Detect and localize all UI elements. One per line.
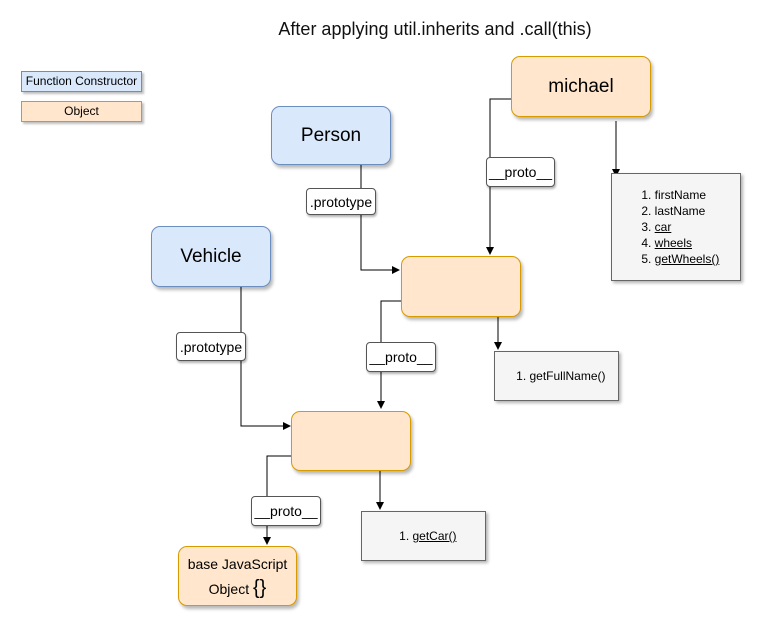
- michael-prop-item: car: [655, 219, 720, 235]
- michael-properties-list: firstName lastName car wheels getWheels(…: [633, 187, 720, 267]
- person-methods-list: getFullName(): [507, 368, 605, 384]
- michael-proto-edge-label: __proto__: [486, 157, 555, 187]
- vehicle-methods-list: getCar(): [390, 528, 456, 544]
- person-method-text: getFullName(): [529, 369, 606, 383]
- michael-prop-item: getWheels(): [655, 251, 720, 267]
- vehicle-constructor-node: Vehicle: [151, 226, 271, 287]
- person-constructor-label: Person: [300, 124, 362, 146]
- person-constructor-node: Person: [271, 106, 391, 165]
- vehicle-prototype-edge-label: .prototype: [176, 332, 246, 361]
- michael-object-node: michael: [511, 56, 651, 117]
- edge-person-proto-proto: [377, 300, 401, 409]
- edge-michael-proto: [486, 98, 512, 255]
- base-object-brace: {}: [252, 576, 267, 599]
- edge-vehicle-prototype: [240, 287, 291, 430]
- michael-prop-item: lastName: [655, 203, 720, 219]
- person-prototype-object: [401, 256, 521, 317]
- michael-prop-text: wheels: [654, 236, 693, 250]
- michael-prop-text: firstName: [654, 188, 706, 202]
- base-object-line2: Object: [208, 580, 250, 597]
- vehicle-proto-proto-edge-label: __proto__: [251, 496, 321, 526]
- michael-prop-text: lastName: [654, 204, 706, 218]
- legend-function-constructor: Function Constructor: [21, 71, 142, 92]
- person-prototype-edge-label: .prototype: [306, 188, 376, 215]
- michael-prop-text: getWheels(): [654, 252, 720, 266]
- vehicle-method-text: getCar(): [412, 529, 457, 543]
- michael-object-label: michael: [548, 75, 614, 97]
- base-javascript-object-label: base JavaScript Object {}: [188, 552, 288, 601]
- legend-object: Object: [21, 101, 142, 122]
- base-object-line1: base JavaScript: [187, 555, 288, 572]
- michael-properties-note: firstName lastName car wheels getWheels(…: [611, 173, 741, 281]
- edge-person-prototype: [360, 164, 400, 274]
- person-method-item: getFullName(): [529, 368, 605, 384]
- person-prototype-methods-note: getFullName(): [494, 351, 619, 401]
- michael-prop-item: firstName: [655, 187, 720, 203]
- vehicle-prototype-object: [291, 411, 411, 471]
- person-proto-proto-edge-label: __proto__: [366, 342, 436, 372]
- michael-prop-item: wheels: [655, 235, 720, 251]
- vehicle-prototype-methods-note: getCar(): [361, 511, 486, 561]
- vehicle-constructor-label: Vehicle: [180, 245, 242, 267]
- vehicle-method-item: getCar(): [412, 528, 456, 544]
- michael-prop-text: car: [654, 220, 672, 234]
- base-javascript-object-node: base JavaScript Object {}: [178, 546, 297, 606]
- diagram-title: After applying util.inherits and .call(t…: [278, 19, 592, 39]
